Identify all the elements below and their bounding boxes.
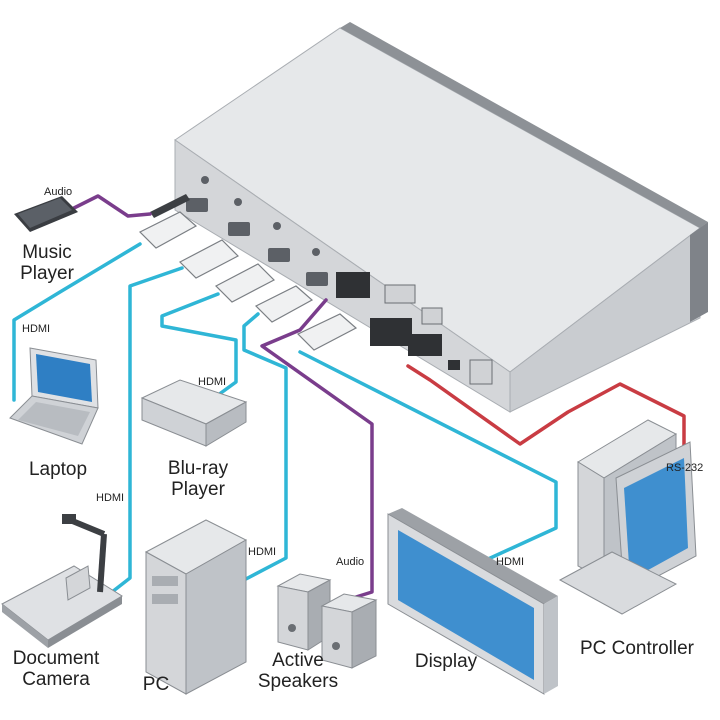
label-hdmi-doccam: HDMI — [96, 492, 125, 504]
music-player-icon — [14, 196, 78, 232]
dip-switch-1 — [384, 284, 416, 304]
audio-jack-4 — [312, 248, 320, 256]
audio-jack-2 — [234, 198, 242, 206]
pc-controller-icon — [558, 419, 697, 615]
hdmi-cable-bluray — [160, 292, 238, 400]
document-camera-icon — [1, 514, 123, 648]
audio-plug — [150, 194, 190, 218]
hdmi-port-4 — [306, 272, 328, 286]
label-hdmi-laptop: HDMI — [22, 323, 51, 335]
dip-switch-2 — [421, 307, 443, 325]
speakers-icon — [276, 573, 378, 669]
unit-side-rim — [690, 222, 708, 322]
bluray-player-icon — [140, 379, 248, 447]
terminal-block-3 — [408, 334, 442, 356]
label-audio-in: Audio — [44, 186, 73, 198]
label-display: Display — [414, 651, 478, 672]
label-hdmi-pc: HDMI — [248, 546, 277, 558]
hdmi-plug-3 — [214, 263, 276, 303]
hdmi-plug-4 — [254, 285, 314, 323]
switcher-unit — [138, 22, 708, 413]
label-bluray-player: Blu-ray Player — [167, 458, 229, 500]
terminal-blocks — [336, 272, 493, 385]
hdmi-plug-1 — [138, 211, 198, 249]
label-document-camera: Document Camera — [12, 648, 100, 690]
hdmi-plug-out — [296, 313, 358, 351]
label-music-player: Music Player — [20, 242, 74, 284]
hdmi-cable-document-camera — [110, 266, 184, 594]
audio-cable-input — [72, 194, 152, 218]
hdmi-plugs — [138, 211, 358, 351]
port-markings — [186, 176, 328, 286]
terminal-block-2 — [370, 318, 412, 346]
display-icon — [387, 508, 558, 695]
hdmi-plug-2 — [178, 239, 240, 279]
audio-jack-1 — [201, 176, 209, 184]
label-laptop: Laptop — [28, 459, 88, 480]
label-hdmi-bluray: HDMI — [198, 376, 227, 388]
label-hdmi-display: HDMI — [496, 556, 525, 568]
hdmi-cable-display — [298, 350, 558, 562]
label-pc-controller: PC Controller — [579, 638, 695, 659]
audio-cable-speakers — [260, 298, 374, 604]
hdmi-cable-laptop — [12, 242, 142, 402]
usb-port — [448, 360, 460, 370]
power-socket — [469, 359, 493, 385]
hdmi-port-2 — [228, 222, 250, 236]
label-audio-out: Audio — [336, 556, 365, 568]
pc-tower-icon — [144, 519, 248, 695]
hdmi-cable-pc — [242, 312, 288, 582]
audio-jack-3 — [273, 222, 281, 230]
label-rs232: RS-232 — [666, 462, 704, 474]
hdmi-port-1 — [186, 198, 208, 212]
unit-rack-ear — [340, 22, 708, 228]
hdmi-port-3 — [268, 248, 290, 262]
laptop-icon — [9, 347, 99, 445]
label-pc: PC — [142, 674, 170, 695]
label-active-speakers: Active Speakers — [257, 650, 339, 692]
terminal-block-1 — [336, 272, 370, 298]
